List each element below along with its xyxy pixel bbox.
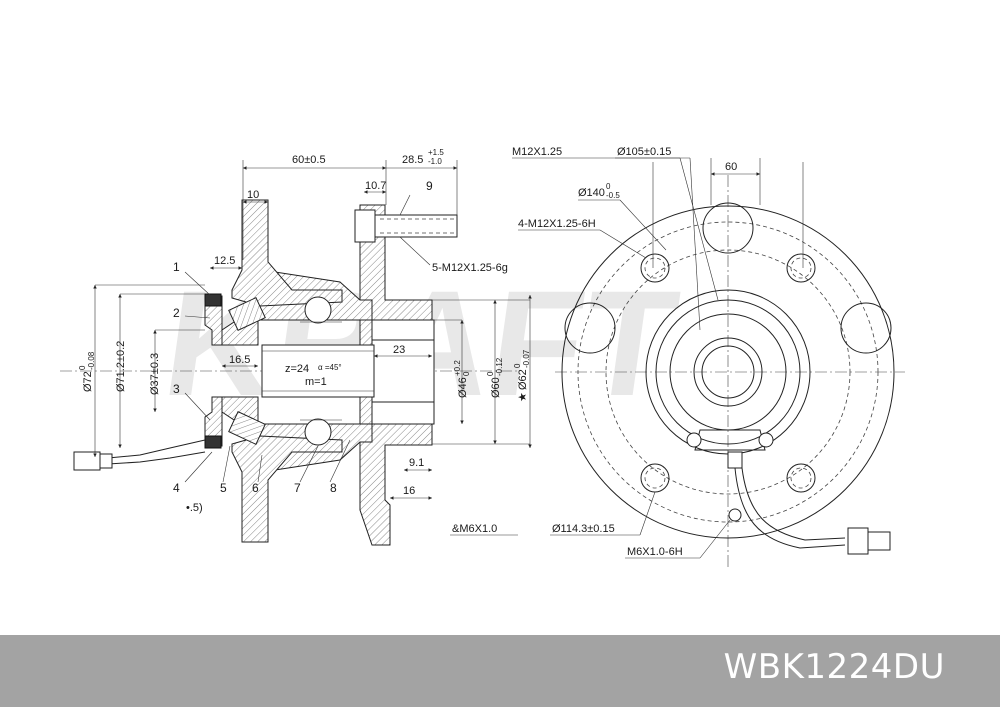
flange-outline: [561, 205, 895, 539]
bearing-ball-lower: [304, 418, 332, 446]
svg-text:-0.5: -0.5: [606, 191, 620, 200]
dim-12-5: 12.5: [214, 255, 235, 267]
dim-16: 16: [403, 485, 415, 497]
svg-text:+0.2: +0.2: [453, 360, 462, 376]
section-view: [60, 160, 532, 546]
svg-text:Ø60: Ø60: [490, 377, 502, 398]
svg-text:0: 0: [486, 371, 495, 376]
svg-text:-0.08: -0.08: [87, 351, 96, 370]
dim-10-7: 10.7: [365, 180, 386, 192]
dim-dia46: Ø46 +0.2 0: [453, 360, 471, 398]
spline-teeth: z=24: [285, 363, 309, 375]
dim-dia62: ★ Ø62 0 -0.07: [513, 349, 531, 402]
svg-text:-0.12: -0.12: [495, 357, 504, 376]
callout-1: 1: [173, 260, 180, 274]
dim-dia140: Ø140 0 -0.5: [578, 182, 620, 200]
svg-text:★: ★: [517, 392, 529, 402]
partial-dim: •.5): [186, 502, 203, 514]
svg-text:0: 0: [462, 371, 471, 376]
spline-angle: α =45°: [318, 363, 342, 372]
spline-hub: [701, 345, 755, 399]
spline-module: m=1: [305, 376, 327, 388]
sensor-cable: [107, 439, 206, 459]
callout-3: 3: [173, 382, 180, 396]
label-m12: M12X1.25: [512, 146, 562, 158]
callout-6: 6: [252, 481, 259, 495]
dim-23: 23: [393, 344, 405, 356]
label-m6-left: &M6X1.0: [452, 523, 497, 535]
svg-text:Ø62: Ø62: [517, 369, 529, 390]
label-m12-holes: 4-M12X1.25-6H: [518, 218, 596, 230]
dim-dia60: Ø60 0 -0.12: [486, 357, 504, 398]
dim-10: 10: [247, 189, 259, 201]
svg-text:0: 0: [513, 363, 522, 368]
dim-dia114: Ø114.3±0.15: [552, 523, 615, 535]
outer-ring-upper: [231, 199, 343, 307]
front-sensor-connector: [847, 527, 869, 555]
spline-bore: [261, 344, 375, 398]
dim-dia37: Ø37±0.3: [149, 353, 161, 395]
callout-2: 2: [173, 306, 180, 320]
callout-7: 7: [294, 481, 301, 495]
bearing-ball-upper: [304, 296, 332, 324]
svg-text:Ø46: Ø46: [457, 377, 469, 398]
dim-stud-offset: 28.5: [402, 154, 423, 166]
dim-stud-offset-tol-lower: -1.0: [428, 157, 442, 166]
svg-text:Ø72: Ø72: [82, 371, 94, 392]
dim-stud-offset-tol-upper: +1.5: [428, 148, 444, 157]
dim-overall-width: 60±0.5: [292, 154, 326, 166]
label-m6-right: M6X1.0-6H: [627, 546, 683, 558]
part-number: WBK1224DU: [723, 647, 945, 687]
dim-16-5: 16.5: [229, 354, 250, 366]
callout-4: 4: [173, 481, 180, 495]
stud-thread-label: 5-M12X1.25-6g: [432, 262, 508, 274]
dim-60-top: 60: [725, 161, 737, 173]
callout-8: 8: [330, 481, 337, 495]
svg-text:0: 0: [606, 182, 611, 191]
front-sensor-cable: [734, 467, 846, 549]
dim-dia105: Ø105±0.15: [617, 146, 671, 158]
dim-9-1: 9.1: [409, 457, 424, 469]
seal-lower: [204, 435, 222, 449]
technical-drawing: KRAFT: [60, 146, 905, 570]
svg-text:0: 0: [78, 365, 87, 370]
dim-dia72: Ø72 0 -0.08: [78, 351, 96, 392]
seal-upper: [204, 293, 222, 307]
callout-5: 5: [220, 481, 227, 495]
callout-9: 9: [426, 179, 433, 193]
front-view: [450, 157, 905, 570]
sensor-connector: [73, 451, 101, 471]
svg-text:-0.07: -0.07: [522, 349, 531, 368]
svg-text:Ø140: Ø140: [578, 187, 605, 199]
dim-dia71: Ø71.2±0.2: [115, 341, 127, 392]
footer-bar: WBK1224DU: [0, 635, 1000, 707]
